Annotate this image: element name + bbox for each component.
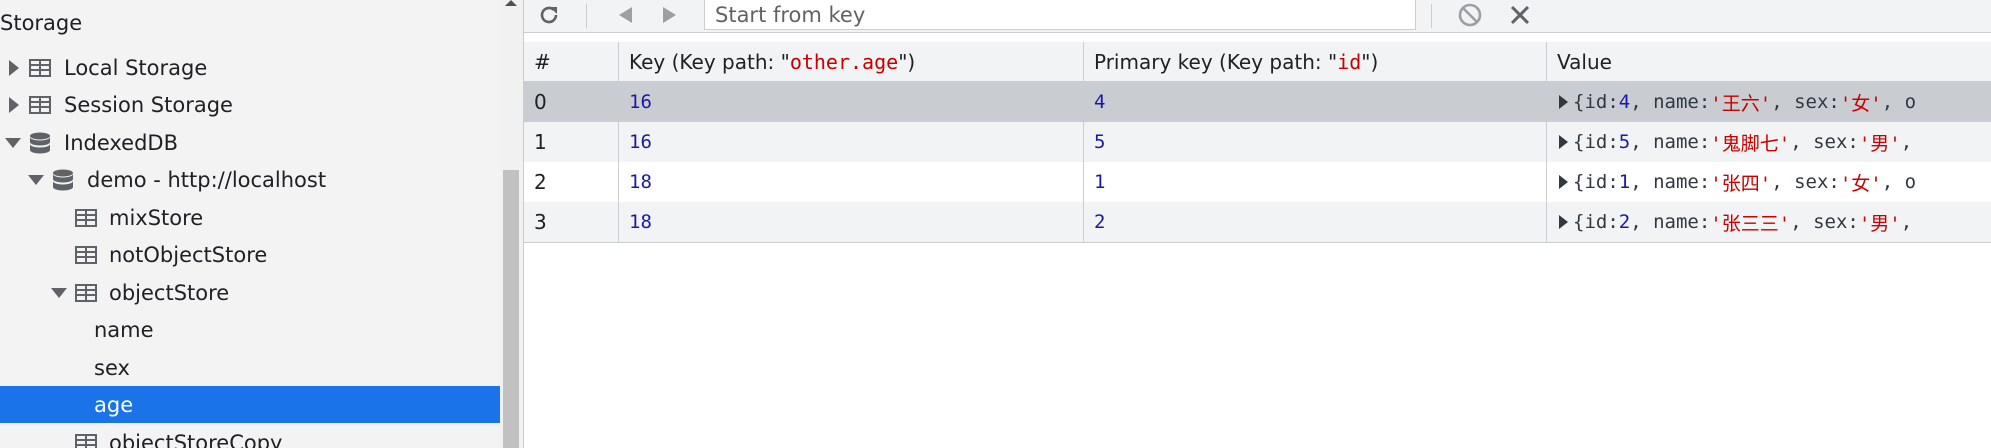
column-header-value[interactable]: Value xyxy=(1547,42,1991,82)
sidebar-item-index-age[interactable]: age xyxy=(0,386,500,423)
sidebar-item-label: IndexedDB xyxy=(64,130,178,155)
sidebar-item-label: sex xyxy=(94,355,130,380)
sidebar-item-label: name xyxy=(94,317,154,342)
start-from-key-input[interactable] xyxy=(704,0,1416,30)
value-sex: '男' xyxy=(1858,132,1901,155)
value-id: 1 xyxy=(1618,171,1631,193)
cell-key: 16 xyxy=(619,82,1084,122)
column-header-primary-key[interactable]: Primary key (Key path: "id") xyxy=(1084,42,1547,82)
expand-arrow-icon[interactable] xyxy=(7,95,21,115)
cell-index: 2 xyxy=(524,162,619,202)
collapse-arrow-icon[interactable] xyxy=(51,283,67,303)
prev-page-icon[interactable] xyxy=(611,0,641,30)
sidebar-item-label: objectStore xyxy=(109,280,230,305)
column-header-label: # xyxy=(534,49,551,74)
sidebar-item-session-storage[interactable]: Session Storage xyxy=(0,86,500,123)
sidebar-scrollbar-thumb[interactable] xyxy=(503,170,519,448)
column-header-key[interactable]: Key (Key path: "other.age") xyxy=(619,42,1084,82)
next-page-icon[interactable] xyxy=(654,0,684,30)
table-grid-icon xyxy=(75,283,97,302)
sidebar-item-label: age xyxy=(94,392,134,417)
scroll-up-arrow-icon[interactable] xyxy=(505,0,517,6)
column-header-label: ") xyxy=(898,49,916,74)
cell-index: 0 xyxy=(524,82,619,122)
sidebar-item-mixstore[interactable]: mixStore xyxy=(0,199,500,236)
value-sex: '女' xyxy=(1839,92,1882,115)
column-header-label: ") xyxy=(1361,49,1379,74)
cell-primary-key: 2 xyxy=(1084,202,1547,242)
cell-key: 18 xyxy=(619,202,1084,242)
table-grid-icon xyxy=(29,58,51,77)
cell-value[interactable]: {id: 1, name: '张四', sex: '女', o xyxy=(1547,162,1991,202)
value-id: 5 xyxy=(1618,131,1631,153)
delete-selected-icon[interactable] xyxy=(1504,0,1536,30)
storage-sidebar: Storage Local Storage Session Storage I xyxy=(0,0,500,448)
cell-primary-key: 4 xyxy=(1084,82,1547,122)
table-grid-icon xyxy=(75,433,97,448)
column-header-index[interactable]: # xyxy=(524,42,619,82)
sidebar-item-label: demo - http://localhost xyxy=(87,167,327,192)
collapse-arrow-icon[interactable] xyxy=(5,133,21,153)
value-sex: '男' xyxy=(1858,212,1901,235)
cell-index: 1 xyxy=(524,122,619,162)
cell-value[interactable]: {id: 4, name: '王六', sex: '女', o xyxy=(1547,82,1991,122)
panel-divider[interactable] xyxy=(523,0,524,448)
value-sex: '女' xyxy=(1839,172,1882,195)
expand-object-icon[interactable] xyxy=(1559,135,1568,149)
value-id: 2 xyxy=(1618,211,1631,233)
refresh-icon[interactable] xyxy=(534,0,564,30)
sidebar-item-index-name[interactable]: name xyxy=(0,311,500,348)
database-cylinder-icon xyxy=(30,132,50,153)
data-grid-toolbar xyxy=(524,0,1991,33)
sidebar-heading: Storage xyxy=(0,11,83,35)
sidebar-item-objectstore[interactable]: objectStore xyxy=(0,274,500,311)
key-path-text: other.age xyxy=(789,49,899,74)
cell-value[interactable]: {id: 5, name: '鬼脚七', sex: '男', xyxy=(1547,122,1991,162)
clear-object-store-icon[interactable] xyxy=(1454,0,1486,30)
expand-object-icon[interactable] xyxy=(1559,215,1568,229)
table-row[interactable]: 1 16 5 {id: 5, name: '鬼脚七', sex: '男', xyxy=(524,122,1991,162)
cell-primary-key: 1 xyxy=(1084,162,1547,202)
cell-key: 16 xyxy=(619,122,1084,162)
sidebar-item-database-demo[interactable]: demo - http://localhost xyxy=(0,161,500,198)
cell-index: 3 xyxy=(524,202,619,242)
toolbar-separator xyxy=(586,4,587,28)
object-store-view: # Key (Key path: "other.age") Primary ke… xyxy=(524,0,1991,448)
cell-key: 18 xyxy=(619,162,1084,202)
collapse-arrow-icon[interactable] xyxy=(28,170,44,190)
expand-arrow-icon[interactable] xyxy=(7,58,21,78)
table-row[interactable]: 2 18 1 {id: 1, name: '张四', sex: '女', o xyxy=(524,162,1991,202)
sidebar-item-label: objectStoreCopy xyxy=(109,430,283,448)
column-header-label: Primary key (Key path: " xyxy=(1094,49,1338,74)
column-header-label: Value xyxy=(1557,49,1612,74)
sidebar-item-index-sex[interactable]: sex xyxy=(0,349,500,386)
table-grid-icon xyxy=(75,245,97,264)
value-name: '王六' xyxy=(1710,92,1772,115)
table-bottom-border xyxy=(524,242,1991,243)
sidebar-item-notobjectstore[interactable]: notObjectStore xyxy=(0,236,500,273)
value-name: '张三三' xyxy=(1710,212,1791,235)
expand-object-icon[interactable] xyxy=(1559,175,1568,189)
value-name: '鬼脚七' xyxy=(1710,132,1791,155)
value-id: 4 xyxy=(1618,91,1631,113)
key-path-text: id xyxy=(1337,49,1362,74)
sidebar-item-indexeddb[interactable]: IndexedDB xyxy=(0,124,500,161)
expand-object-icon[interactable] xyxy=(1559,95,1568,109)
database-cylinder-icon xyxy=(53,169,73,190)
toolbar-separator xyxy=(1431,4,1432,28)
cell-primary-key: 5 xyxy=(1084,122,1547,162)
column-header-label: Key (Key path: " xyxy=(629,49,790,74)
sidebar-item-label: mixStore xyxy=(109,205,204,230)
table-row[interactable]: 3 18 2 {id: 2, name: '张三三', sex: '男', xyxy=(524,202,1991,242)
sidebar-item-objectstorecopy[interactable]: objectStoreCopy xyxy=(0,424,500,448)
table-grid-icon xyxy=(29,95,51,114)
sidebar-item-label: notObjectStore xyxy=(109,242,268,267)
sidebar-item-label: Local Storage xyxy=(64,55,208,80)
sidebar-item-label: Session Storage xyxy=(64,92,233,117)
value-name: '张四' xyxy=(1710,172,1772,195)
table-row[interactable]: 0 16 4 {id: 4, name: '王六', sex: '女', o xyxy=(524,82,1991,122)
sidebar-item-local-storage[interactable]: Local Storage xyxy=(0,49,500,86)
cell-value[interactable]: {id: 2, name: '张三三', sex: '男', xyxy=(1547,202,1991,242)
table-grid-icon xyxy=(75,208,97,227)
